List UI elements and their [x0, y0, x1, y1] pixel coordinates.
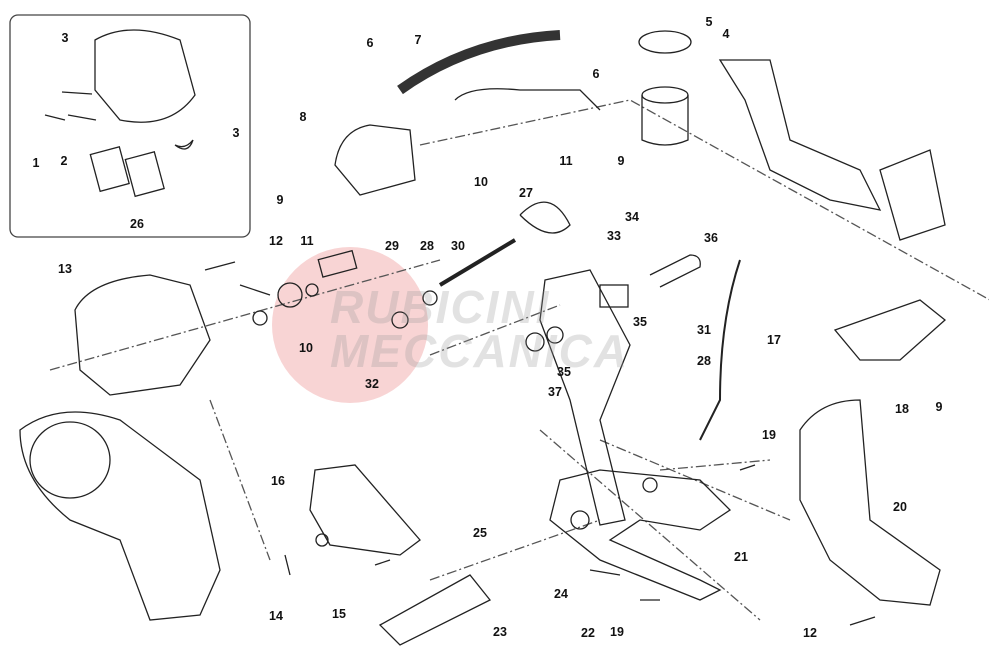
callout-35: 35	[633, 315, 647, 329]
callout-28: 28	[697, 354, 711, 368]
callout-28: 28	[420, 239, 434, 253]
callout-37: 37	[548, 385, 562, 399]
callout-9: 9	[935, 400, 943, 414]
watermark-logo-circle	[272, 247, 428, 403]
caliper-inset	[44, 29, 196, 198]
callout-26: 26	[130, 217, 144, 231]
callout-10: 10	[474, 175, 488, 189]
callout-23: 23	[493, 625, 507, 639]
callout-8: 8	[299, 110, 307, 124]
callout-13: 13	[58, 262, 72, 276]
callout-25: 25	[473, 526, 487, 540]
callout-1: 1	[32, 156, 40, 170]
callout-21: 21	[734, 550, 748, 564]
watermark-text: RUBICINI MECCANICA	[330, 281, 630, 377]
callout-34: 34	[625, 210, 639, 224]
callout-30: 30	[451, 239, 465, 253]
callout-29: 29	[385, 239, 399, 253]
callout-3: 3	[61, 31, 69, 45]
callout-33: 33	[607, 229, 621, 243]
callout-12: 12	[803, 626, 817, 640]
callout-11: 11	[300, 234, 314, 248]
brake-pedal	[391, 201, 741, 526]
callout-36: 36	[704, 231, 718, 245]
callout-18: 18	[895, 402, 909, 416]
callout-24: 24	[554, 587, 568, 601]
callout-19: 19	[762, 428, 776, 442]
callout-31: 31	[697, 323, 711, 337]
callout-32: 32	[365, 377, 379, 391]
callout-14: 14	[269, 609, 283, 623]
callout-12: 12	[269, 234, 283, 248]
callout-35: 35	[557, 365, 571, 379]
callout-11: 11	[559, 154, 573, 168]
watermark-line2: MECCANICA	[330, 325, 630, 377]
callout-20: 20	[893, 500, 907, 514]
callout-27: 27	[519, 186, 533, 200]
footrest-brackets	[19, 299, 947, 646]
callout-9: 9	[617, 154, 625, 168]
callout-22: 22	[581, 626, 595, 640]
callout-10: 10	[299, 341, 313, 355]
callout-6: 6	[366, 36, 374, 50]
callout-6: 6	[592, 67, 600, 81]
callout-2: 2	[60, 154, 68, 168]
watermark-line1: RUBICINI	[330, 281, 551, 333]
callout-16: 16	[271, 474, 285, 488]
inset-frame	[9, 14, 251, 238]
callout-17: 17	[767, 333, 781, 347]
rear-caliper	[74, 249, 358, 396]
callout-3: 3	[232, 126, 240, 140]
callout-9: 9	[276, 193, 284, 207]
callout-15: 15	[332, 607, 346, 621]
master-cylinder	[334, 30, 946, 241]
callout-7: 7	[414, 33, 422, 47]
callout-5: 5	[705, 15, 713, 29]
callout-4: 4	[722, 27, 730, 41]
callout-19: 19	[610, 625, 624, 639]
